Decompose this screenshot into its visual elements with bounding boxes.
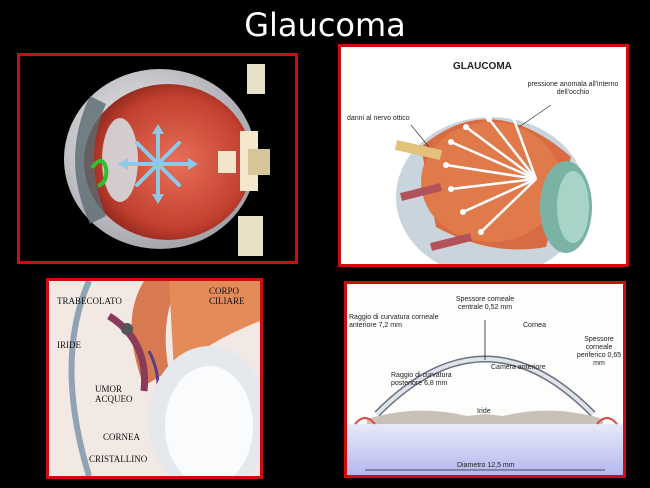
peripheral-thickness-label: Spessore corneale periferico 0,65 mm: [576, 336, 622, 368]
posterior-radius-label: Raggio di curvatura posteriore 6,8 mm: [391, 372, 452, 388]
cornea-label: Cornea: [523, 322, 546, 329]
iride-label: IRIDE: [57, 340, 81, 350]
glaucoma-labeled-illustration: GLAUCOMA pressione anomala all'interno d…: [338, 44, 629, 267]
cristallino-label: CRISTALLINO: [89, 454, 148, 464]
anterior-chamber-anatomy: TRABECOLATO CORPO CILIARE IRIDE UMOR ACQ…: [46, 278, 263, 479]
anterior-chamber-image: [68, 281, 260, 476]
anterior-radius-label: Raggio di curvatura corneale anteriore 7…: [349, 314, 439, 330]
trabecolato-label: TRABECOLATO: [57, 296, 122, 306]
illustration-heading: GLAUCOMA: [453, 61, 512, 72]
iris-label: Iride: [477, 408, 491, 415]
central-thickness-label: Spessore corneale centrale 0,52 mm: [455, 296, 515, 312]
cornea-measurement-diagram: Spessore corneale centrale 0,52 mm Raggi…: [344, 281, 626, 478]
eye-pressure-illustration: [17, 53, 298, 264]
optic-nerve-label: danni al nervo ottico: [347, 115, 410, 122]
eye-cross-section-image: [64, 64, 270, 256]
pressure-label: pressione anomala all'interno dell'occhi…: [527, 81, 619, 97]
slide-title: Glaucoma: [244, 6, 406, 44]
cornea-label: CORNEA: [103, 432, 141, 442]
cornea-diagram-image: [347, 320, 623, 475]
corpo-ciliare-label: CORPO CILIARE: [209, 286, 245, 306]
anterior-chamber-label: Camera anteriore: [491, 364, 546, 371]
umor-acqueo-label: UMOR ACQUEO: [95, 384, 133, 404]
diameter-label: Diametro 12,5 mm: [457, 462, 515, 469]
glaucoma-eye-image: [394, 104, 592, 264]
